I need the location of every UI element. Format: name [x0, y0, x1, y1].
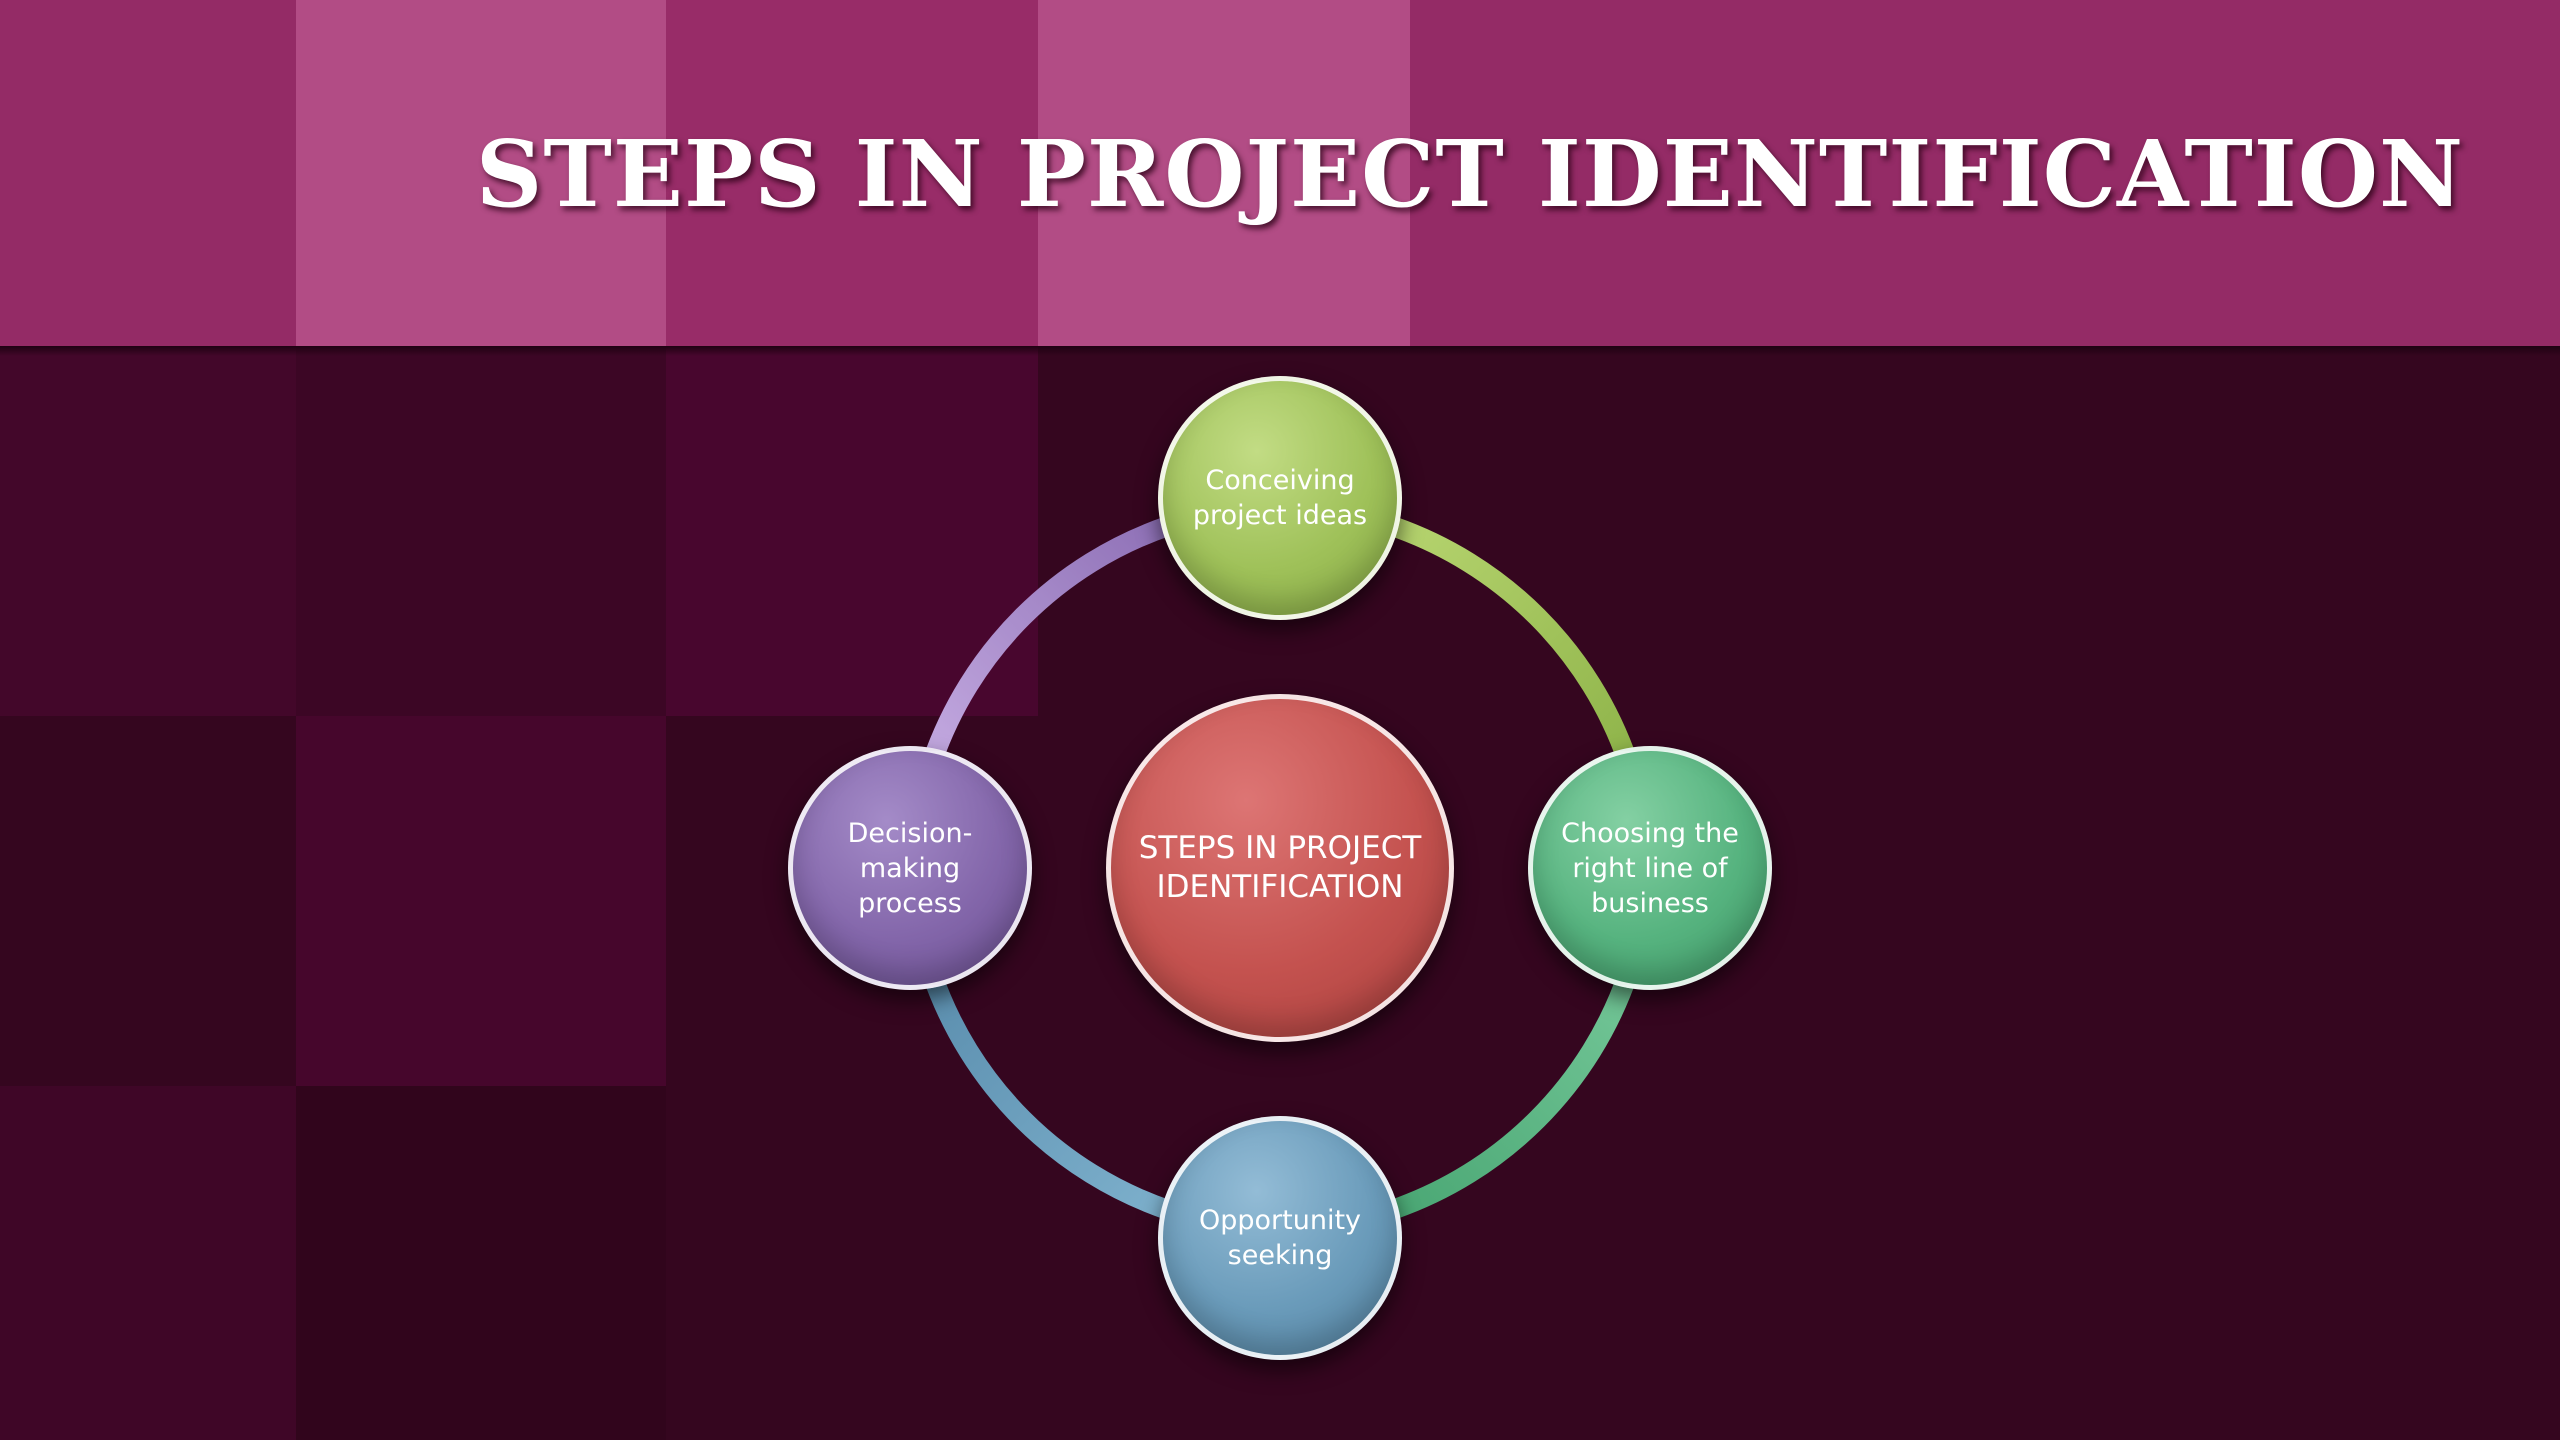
banner-tile	[1038, 0, 1410, 346]
ring-arc-top-right	[1388, 516, 1638, 766]
background-tile	[666, 346, 1038, 716]
background-tile	[296, 1086, 666, 1440]
center-node: STEPS IN PROJECT IDENTIFICATION	[1106, 694, 1454, 1042]
ring-arc-bottom-left	[922, 970, 1172, 1220]
step-node-opportunity: Opportunity seeking	[1158, 1116, 1402, 1360]
background-tile	[296, 346, 666, 716]
step-node-conceiving: Conceiving project ideas	[1158, 376, 1402, 620]
background-tile	[296, 716, 666, 1086]
background-tile	[0, 346, 296, 716]
step-label-decision: Decision-making process	[847, 817, 973, 919]
banner-tile	[666, 0, 1038, 346]
ring-arc-bottom-right	[1388, 970, 1638, 1220]
step-node-decision: Decision-making process	[788, 746, 1032, 990]
title-banner: STEPS IN PROJECT IDENTIFICATION	[0, 0, 2560, 346]
banner-shadow	[0, 346, 2560, 356]
step-node-choosing: Choosing the right line of business	[1528, 746, 1772, 990]
banner-tile	[296, 0, 666, 346]
background-tile	[0, 1086, 296, 1440]
step-label-choosing: Choosing the right line of business	[1561, 817, 1739, 919]
slide-title: STEPS IN PROJECT IDENTIFICATION	[475, 120, 2465, 228]
step-label-conceiving: Conceiving project ideas	[1192, 465, 1368, 531]
step-label-opportunity: Opportunity seeking	[1198, 1205, 1362, 1271]
center-node-label: STEPS IN PROJECT IDENTIFICATION	[1138, 830, 1422, 905]
ring-arc-top-left	[922, 516, 1172, 766]
